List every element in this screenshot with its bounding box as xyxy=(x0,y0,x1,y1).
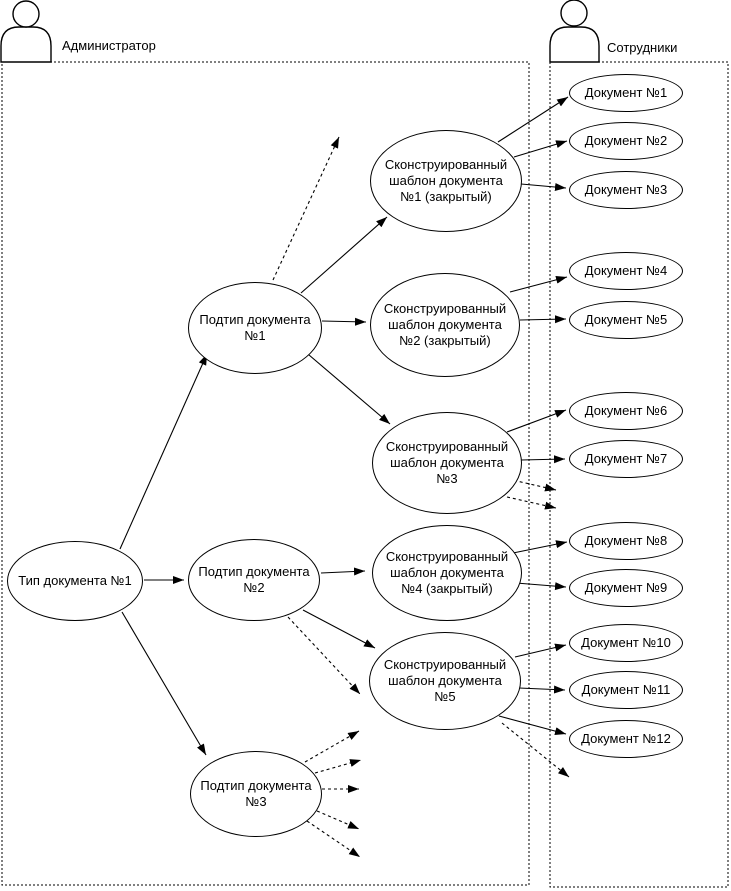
edge-tpl5-doc11 xyxy=(518,685,566,694)
edge-subtype3-more xyxy=(314,759,362,774)
edge-subtype2-tpl5 xyxy=(302,609,376,649)
edge-type1-subtype3 xyxy=(121,611,207,756)
edge-subtype2-tpl4 xyxy=(320,567,366,576)
edges-group xyxy=(119,96,570,858)
node-doc2: Документ №2 xyxy=(569,122,683,160)
node-subtype1: Подтип документа №1 xyxy=(188,282,322,374)
node-label-subtype1: Подтип документа №1 xyxy=(199,312,311,343)
edge-type1-subtype1 xyxy=(119,353,208,550)
node-label-doc2: Документ №2 xyxy=(584,133,668,149)
edge-subtype3-more xyxy=(306,820,361,858)
node-doc1: Документ №1 xyxy=(569,74,683,112)
node-label-tpl3: Сконструированный шаблон документа №3 xyxy=(385,439,509,486)
edge-tpl3-doc6 xyxy=(506,409,567,433)
node-doc11: Документ №11 xyxy=(569,671,683,709)
node-label-tpl5: Сконструированный шаблон документа №5 xyxy=(383,657,507,704)
edge-tpl5-doc12 xyxy=(498,715,567,736)
edge-tpl1-doc3 xyxy=(520,183,567,192)
edge-subtype1-tpl1 xyxy=(300,216,388,294)
node-label-doc4: Документ №4 xyxy=(584,263,668,279)
node-doc12: Документ №12 xyxy=(569,720,683,758)
edge-tpl5-more xyxy=(501,722,570,778)
node-tpl1: Сконструированный шаблон документа №1 (з… xyxy=(370,130,522,232)
administrator-label: Администратор xyxy=(62,38,156,53)
node-doc6: Документ №6 xyxy=(569,392,683,430)
node-label-doc8: Документ №8 xyxy=(584,533,668,549)
edge-subtype3-more xyxy=(316,810,360,830)
edge-subtype2-more xyxy=(287,616,361,695)
node-subtype2: Подтип документа №2 xyxy=(188,539,320,621)
node-tpl5: Сконструированный шаблон документа №5 xyxy=(369,632,521,730)
administrator-boundary xyxy=(1,61,530,886)
employees-boundary xyxy=(549,61,729,888)
edge-tpl4-doc8 xyxy=(512,540,568,554)
administrator-person-icon xyxy=(0,0,52,63)
node-label-subtype3: Подтип документа №3 xyxy=(200,778,312,809)
node-type1: Тип документа №1 xyxy=(7,541,143,621)
node-doc8: Документ №8 xyxy=(569,522,683,560)
edge-subtype1-tpl3 xyxy=(301,348,391,425)
node-doc4: Документ №4 xyxy=(569,252,683,290)
node-doc10: Документ №10 xyxy=(569,624,683,662)
edge-subtype1-tpl2 xyxy=(321,317,367,326)
node-label-doc5: Документ №5 xyxy=(584,312,668,328)
edge-tpl4-doc9 xyxy=(515,582,567,591)
node-doc7: Документ №7 xyxy=(569,440,683,478)
node-label-subtype2: Подтип документа №2 xyxy=(198,564,310,595)
node-label-type1: Тип документа №1 xyxy=(18,573,132,589)
node-doc5: Документ №5 xyxy=(569,301,683,339)
node-label-doc6: Документ №6 xyxy=(584,403,668,419)
node-subtype3: Подтип документа №3 xyxy=(190,751,322,837)
node-tpl2: Сконструированный шаблон документа №2 (з… xyxy=(370,273,520,377)
edge-tpl3-more xyxy=(506,496,557,510)
edge-tpl2-doc5 xyxy=(519,315,567,324)
node-label-tpl1: Сконструированный шаблон документа №1 (з… xyxy=(384,157,508,204)
node-label-doc10: Документ №10 xyxy=(581,635,671,651)
node-tpl4: Сконструированный шаблон документа №4 (з… xyxy=(372,525,522,621)
node-label-tpl4: Сконструированный шаблон документа №4 (з… xyxy=(385,549,509,596)
edge-tpl3-doc7 xyxy=(520,455,566,464)
node-doc9: Документ №9 xyxy=(569,569,683,607)
node-label-doc7: Документ №7 xyxy=(584,451,668,467)
node-label-doc9: Документ №9 xyxy=(584,580,668,596)
edge-tpl2-doc4 xyxy=(509,275,568,293)
node-label-tpl2: Сконструированный шаблон документа №2 (з… xyxy=(383,301,507,348)
employees-person-icon xyxy=(549,0,600,63)
edge-tpl1-doc1 xyxy=(497,96,569,143)
node-doc3: Документ №3 xyxy=(569,171,683,209)
edge-subtype1-more xyxy=(272,136,340,281)
node-label-doc3: Документ №3 xyxy=(584,182,668,198)
edge-subtype3-more xyxy=(304,730,360,763)
node-label-doc12: Документ №12 xyxy=(581,731,671,747)
employees-label: Сотрудники xyxy=(607,40,678,55)
node-label-doc1: Документ №1 xyxy=(584,85,668,101)
node-label-doc11: Документ №11 xyxy=(581,682,671,698)
edge-tpl5-doc10 xyxy=(514,643,567,658)
edge-tpl1-doc2 xyxy=(513,140,568,158)
node-tpl3: Сконструированный шаблон документа №3 xyxy=(372,412,522,514)
